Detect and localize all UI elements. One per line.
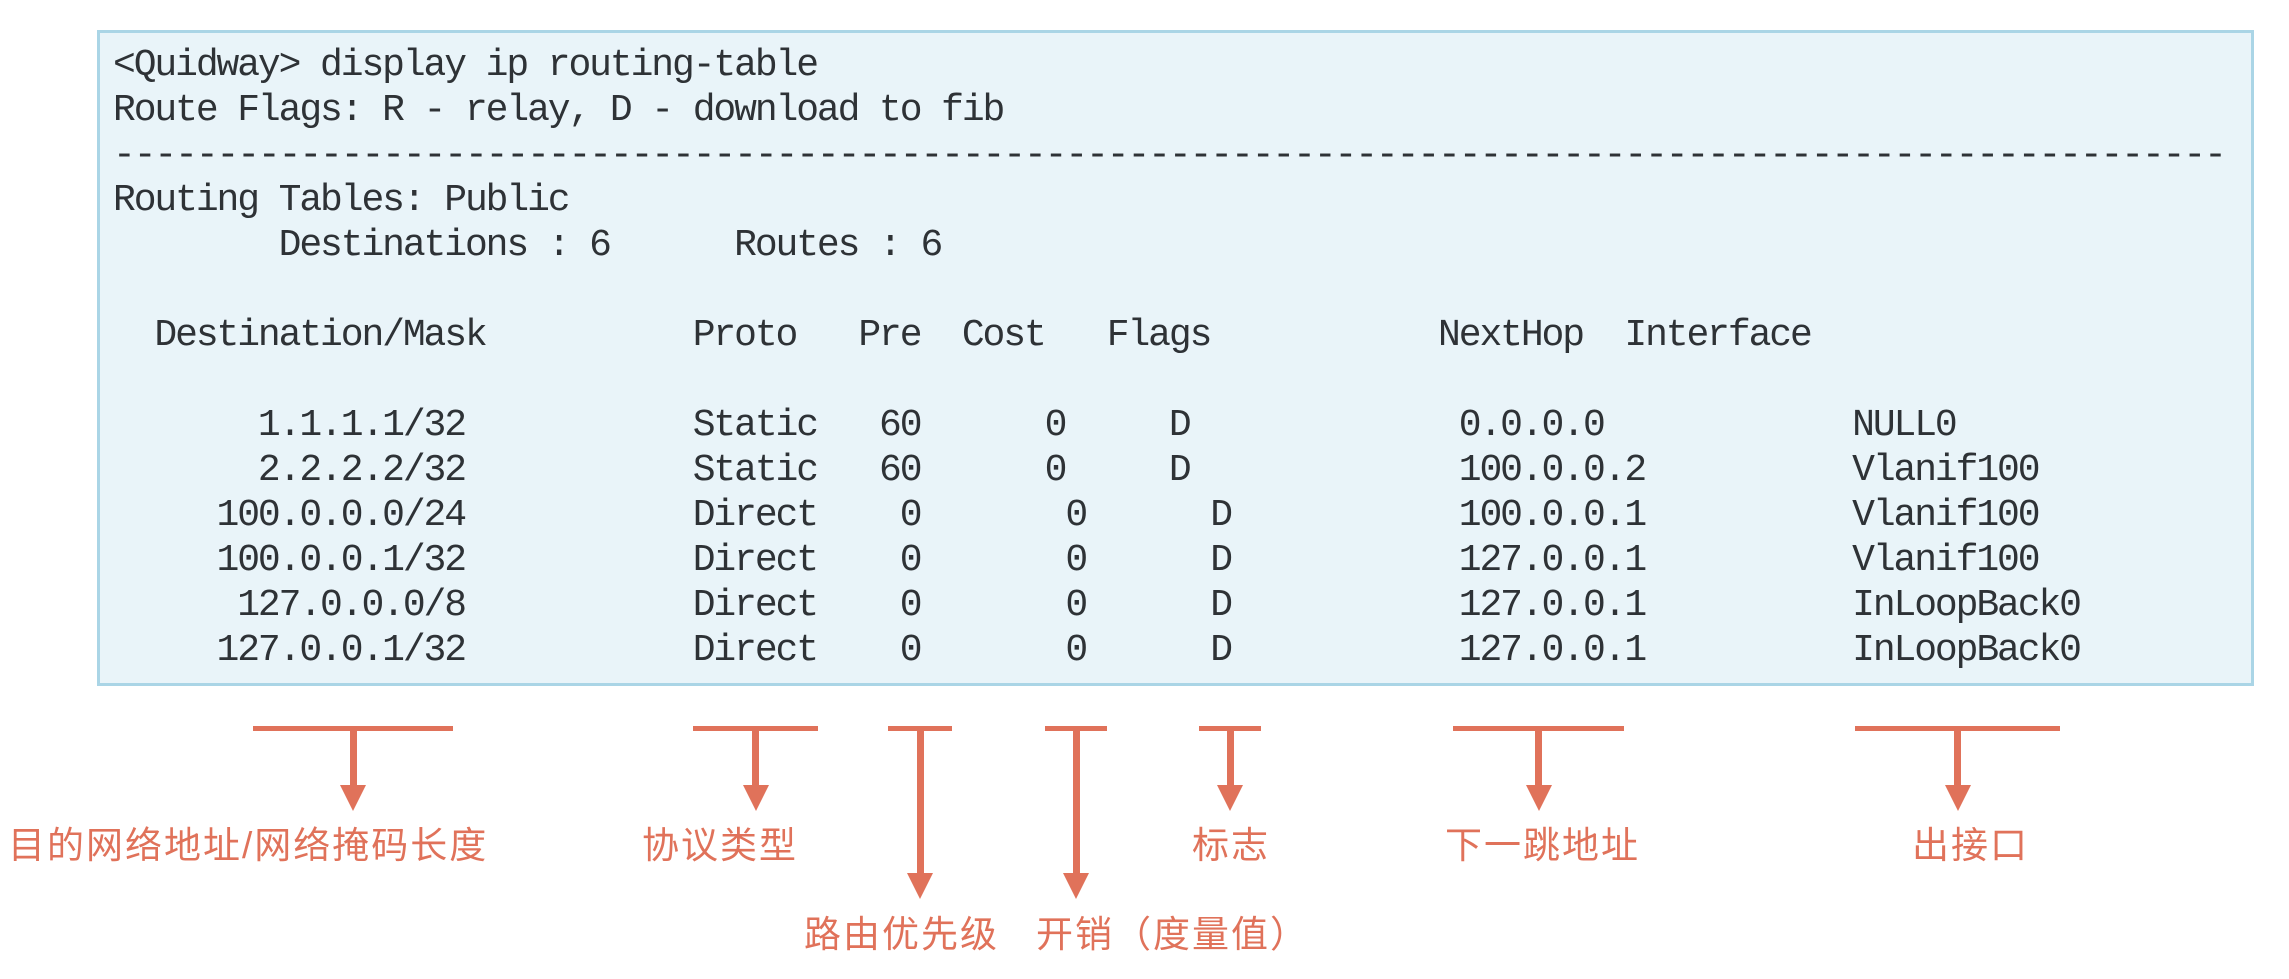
down-arrow-icon-interface: [1855, 726, 2060, 811]
arrow-head: [340, 785, 366, 811]
arrow-stem: [1954, 729, 1961, 786]
arrow-crossbar: [1855, 726, 2060, 731]
annotation-label-destination-mask: 目的网络地址/网络掩码长度: [8, 825, 489, 866]
arrow-stem: [1072, 729, 1080, 874]
annotation-label-flags: 标志: [1192, 825, 1270, 866]
down-arrow-icon-destination-mask: [253, 726, 453, 811]
arrow-crossbar: [1199, 726, 1261, 731]
down-arrow-icon-flags: [1199, 726, 1261, 811]
arrow-crossbar: [693, 726, 818, 731]
down-arrow-icon-pre: [888, 726, 952, 899]
arrow-crossbar: [1453, 726, 1624, 731]
terminal-output-panel: <Quidway> display ip routing-table Route…: [97, 30, 2254, 686]
annotation-label-nexthop: 下一跳地址: [1445, 825, 1640, 866]
arrow-head: [1525, 785, 1552, 811]
arrow-crossbar: [253, 726, 453, 731]
down-arrow-icon-cost: [1045, 726, 1107, 899]
arrow-crossbar: [888, 726, 952, 731]
arrow-head: [1063, 873, 1089, 899]
annotation-label-proto: 协议类型: [642, 825, 798, 866]
arrow-stem: [349, 729, 357, 786]
annotation-label-pre: 路由优先级: [804, 914, 999, 955]
down-arrow-icon-proto: [693, 726, 818, 811]
arrow-crossbar: [1045, 726, 1107, 731]
annotation-label-cost: 开销（度量值）: [1036, 914, 1309, 955]
arrow-head: [742, 785, 769, 811]
annotation-label-interface: 出接口: [1912, 825, 2029, 866]
arrow-stem: [1226, 729, 1234, 786]
arrow-stem: [752, 729, 759, 786]
arrow-stem: [1535, 729, 1542, 786]
terminal-output: <Quidway> display ip routing-table Route…: [113, 44, 2227, 672]
arrow-head: [907, 873, 933, 899]
arrow-head: [1217, 785, 1243, 811]
arrow-head: [1944, 785, 1971, 811]
down-arrow-icon-nexthop: [1453, 726, 1624, 811]
arrow-stem: [916, 729, 924, 874]
